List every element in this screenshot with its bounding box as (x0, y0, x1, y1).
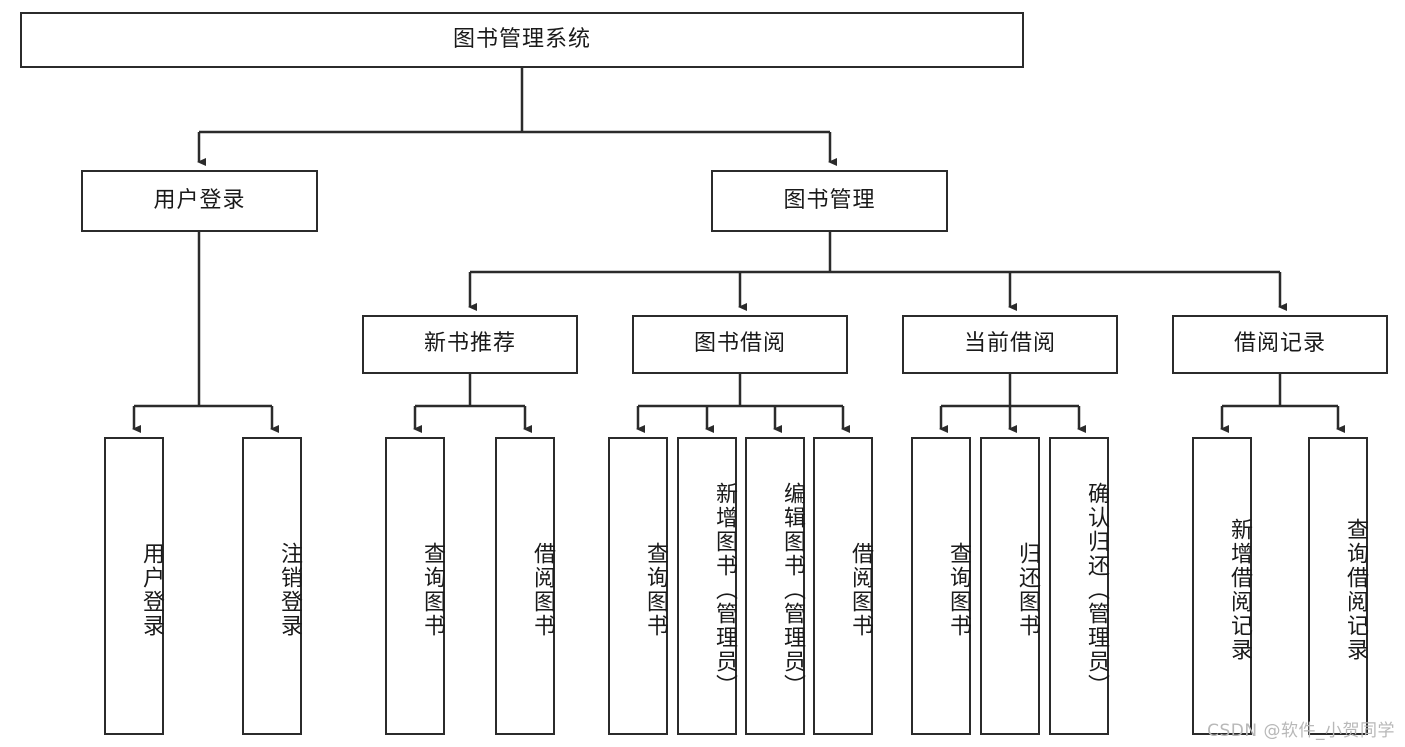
node-label: 编辑图书（管理员） (780, 482, 805, 698)
node-label: 查询图书 (946, 542, 971, 638)
node-label: 查询图书 (643, 542, 668, 638)
node-label: 新书推荐 (423, 331, 516, 357)
node-book-management[interactable]: 图书管理 (711, 170, 948, 232)
node-label: 查询借阅记录 (1343, 518, 1368, 662)
node-label: 图书管理 (783, 187, 876, 213)
node-label: 确认归还（管理员） (1084, 482, 1109, 698)
node-book-management-system[interactable]: 图书管理系统 (20, 12, 1024, 68)
node-leaf-borrow-book-2[interactable]: 借阅图书 (813, 437, 873, 735)
node-leaf-add-book[interactable]: 新增图书（管理员） (677, 437, 737, 735)
node-label: 图书借阅 (693, 331, 786, 357)
node-label: 借阅图书 (530, 542, 555, 638)
node-leaf-edit-book[interactable]: 编辑图书（管理员） (745, 437, 805, 735)
node-leaf-logout-login[interactable]: 注销登录 (242, 437, 302, 735)
node-leaf-add-record[interactable]: 新增借阅记录 (1192, 437, 1252, 735)
node-leaf-return-book[interactable]: 归还图书 (980, 437, 1040, 735)
node-label: 新增图书（管理员） (712, 482, 737, 698)
node-label: 用户登录 (153, 187, 246, 213)
node-label: 查询图书 (420, 542, 445, 638)
node-book-borrow[interactable]: 图书借阅 (632, 315, 848, 374)
node-current-borrow[interactable]: 当前借阅 (902, 315, 1118, 374)
node-user-login[interactable]: 用户登录 (81, 170, 318, 232)
node-label: 用户登录 (139, 542, 164, 638)
node-label: 图书管理系统 (452, 26, 591, 52)
node-leaf-query-book-2[interactable]: 查询图书 (608, 437, 668, 735)
node-leaf-user-login[interactable]: 用户登录 (104, 437, 164, 735)
node-label: 当前借阅 (963, 331, 1056, 357)
node-borrow-record[interactable]: 借阅记录 (1172, 315, 1388, 374)
node-leaf-borrow-book-1[interactable]: 借阅图书 (495, 437, 555, 735)
node-label: 借阅图书 (848, 542, 873, 638)
node-label: 新增借阅记录 (1227, 518, 1252, 662)
node-label: 归还图书 (1015, 542, 1040, 638)
node-label: 借阅记录 (1233, 331, 1326, 357)
node-leaf-query-book-3[interactable]: 查询图书 (911, 437, 971, 735)
node-label: 注销登录 (277, 542, 302, 638)
node-leaf-query-book-1[interactable]: 查询图书 (385, 437, 445, 735)
node-leaf-confirm-return[interactable]: 确认归还（管理员） (1049, 437, 1109, 735)
node-new-book-recommend[interactable]: 新书推荐 (362, 315, 578, 374)
watermark-text: CSDN @软件_小贺同学 (1207, 721, 1395, 741)
node-leaf-query-record[interactable]: 查询借阅记录 (1308, 437, 1368, 735)
